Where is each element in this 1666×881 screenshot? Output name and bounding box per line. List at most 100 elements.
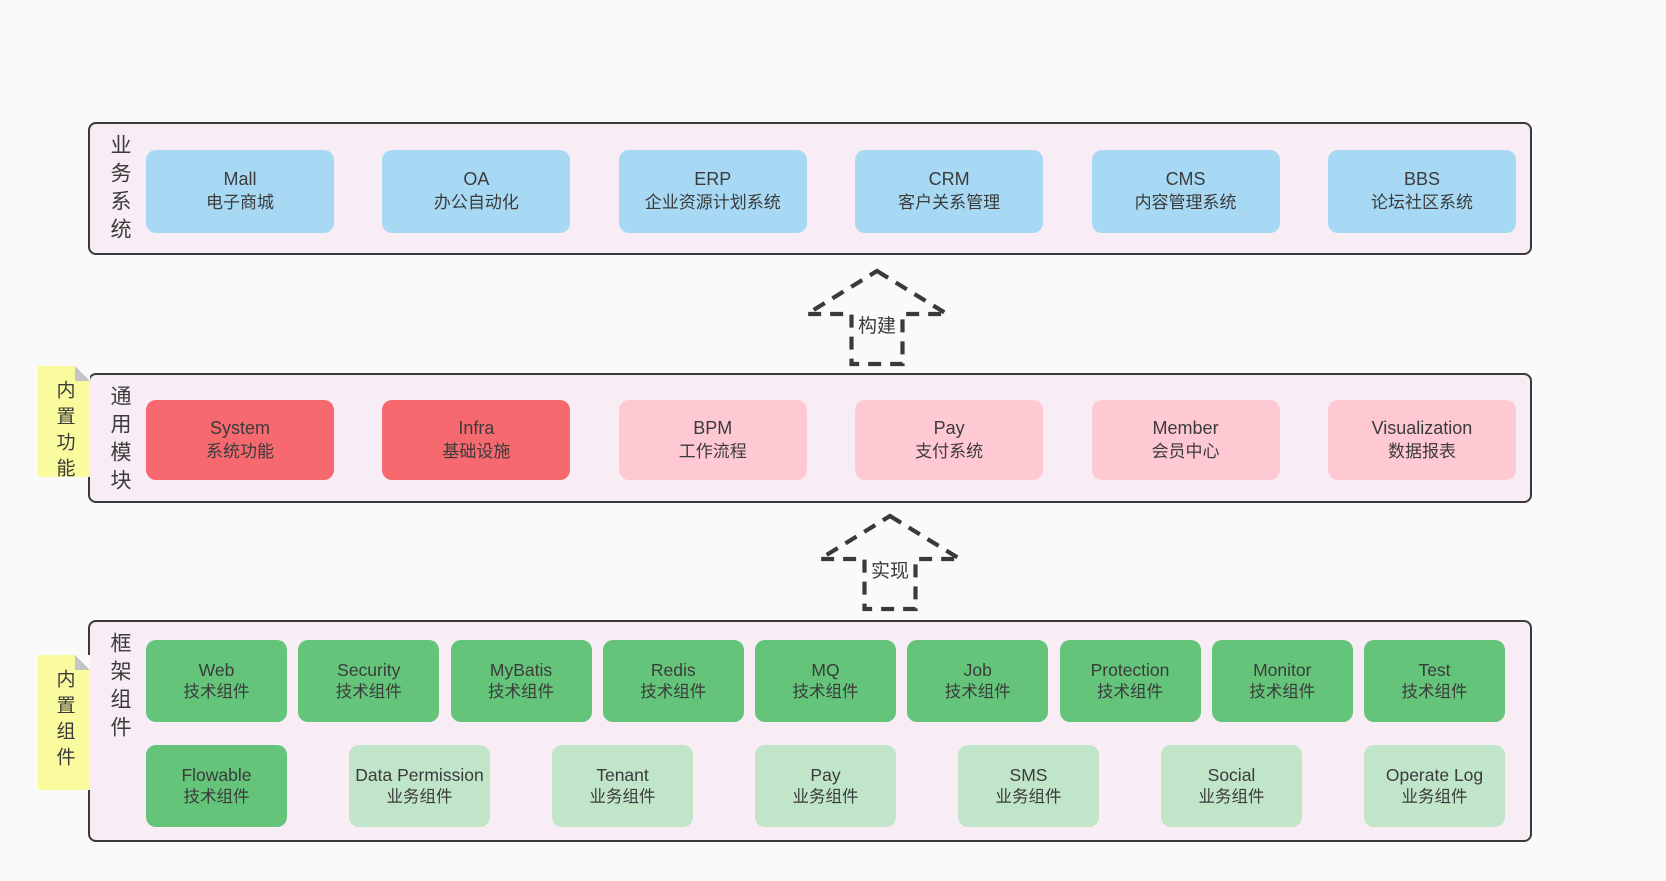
diagram-box-system: System 系统功能 [146,400,334,480]
box-subtitle: 数据报表 [1387,441,1456,461]
diagram-box-flowable: Flowable 技术组件 [146,745,287,827]
box-subtitle: 基础设施 [442,441,511,461]
box-subtitle: 业务组件 [792,787,859,806]
box-subtitle: 工作流程 [678,441,747,461]
diagram-box-security: Security 技术组件 [298,640,440,722]
box-subtitle: 技术组件 [1249,682,1316,701]
lane-framework-components-label: 框架组件 [108,632,131,744]
box-title: Operate Log [1385,764,1484,785]
box-title: Protection [1090,659,1170,680]
box-title: Job [963,659,992,680]
build-arrow-label: 构建 [853,310,901,339]
box-title: Redis [650,659,696,680]
box-title: System [209,417,270,438]
box-title: BBS [1403,169,1440,190]
box-title: Member [1152,417,1219,438]
diagram-box-web: Web 技术组件 [146,640,287,722]
diagram-box-oa: OA 办公自动化 [382,150,571,233]
box-title: BPM [693,417,733,438]
diagram-box-operate-log: Operate Log 业务组件 [1364,745,1505,827]
box-title: Flowable [181,764,252,785]
box-title: CMS [1165,169,1206,190]
box-subtitle: 技术组件 [640,682,707,701]
diagram-box-protection: Protection 技术组件 [1059,640,1201,722]
box-title: Pay [810,764,841,785]
folded-corner-icon [75,366,90,381]
implement-arrow-label: 实现 [866,555,914,584]
diagram-box-visualization: Visualization 数据报表 [1327,400,1516,480]
lane-business-systems-label: 业务系统 [108,134,131,246]
box-title: CRM [928,169,970,190]
diagram-box-redis: Redis 技术组件 [602,640,744,722]
sticky-note-builtin-components-label: 内置组件 [53,669,75,773]
box-title: Mall [223,169,257,190]
box-title: Web [198,659,235,680]
diagram-box-social: Social 业务组件 [1161,745,1302,827]
diagram-box-mall: Mall 电子商城 [146,150,334,233]
box-subtitle: 业务组件 [1198,787,1265,806]
box-subtitle: 业务组件 [1401,787,1468,806]
box-subtitle: 技术组件 [488,682,554,701]
box-title: ERP [694,169,732,190]
box-subtitle: 电子商城 [206,193,274,213]
box-subtitle: 技术组件 [183,787,250,806]
diagram-box-data-permission: Data Permission 业务组件 [349,745,490,827]
diagram-box-tenant: Tenant 业务组件 [552,745,693,827]
box-subtitle: 技术组件 [1097,682,1163,701]
box-subtitle: 办公自动化 [433,193,519,213]
box-subtitle: 内容管理系统 [1134,193,1237,213]
box-title: Data Permission [355,764,484,785]
box-subtitle: 企业资源计划系统 [644,193,781,213]
box-subtitle: 业务组件 [589,787,656,806]
box-title: Tenant [596,764,649,785]
diagram-box-test: Test 技术组件 [1364,640,1505,722]
box-title: Test [1418,659,1451,680]
box-title: Security [337,659,401,680]
diagram-box-job: Job 技术组件 [907,640,1049,722]
diagram-box-mybatis: MyBatis 技术组件 [450,640,592,722]
diagram-box-pay: Pay 支付系统 [855,400,1044,480]
box-subtitle: 业务组件 [995,787,1062,806]
box-title: Pay [933,417,965,438]
implement-arrow: 实现 [815,513,965,613]
build-arrow: 构建 [802,268,952,368]
diagram-box-mq: MQ 技术组件 [755,640,896,722]
box-title: Visualization [1371,417,1473,438]
box-subtitle: 技术组件 [792,682,859,701]
box-subtitle: 会员中心 [1151,441,1220,461]
box-subtitle: 技术组件 [944,682,1011,701]
diagram-box-pay: Pay 业务组件 [755,745,896,827]
diagram-box-cms: CMS 内容管理系统 [1091,150,1280,233]
box-subtitle: 论坛社区系统 [1370,193,1473,213]
box-title: MQ [811,659,840,680]
box-subtitle: 技术组件 [183,682,250,701]
diagram-box-bpm: BPM 工作流程 [618,400,807,480]
sticky-note-builtin-features-label: 内置功能 [53,380,75,484]
box-subtitle: 支付系统 [915,441,984,461]
box-title: SMS [1009,764,1048,785]
folded-corner-icon [75,655,90,670]
diagram-box-sms: SMS 业务组件 [958,745,1099,827]
diagram-box-erp: ERP 企业资源计划系统 [618,150,807,233]
box-subtitle: 技术组件 [1401,682,1468,701]
sticky-note-builtin-components: 内置组件 [38,655,90,790]
dashed-up-arrow-icon [802,268,952,367]
box-title: OA [463,169,490,190]
box-subtitle: 系统功能 [206,441,274,461]
box-title: Social [1207,764,1256,785]
sticky-note-builtin-features: 内置功能 [38,366,90,484]
box-subtitle: 技术组件 [335,682,402,701]
lane-common-modules-label: 通用模块 [108,385,131,497]
dashed-up-arrow-icon [815,513,965,612]
box-title: MyBatis [489,659,553,680]
box-subtitle: 业务组件 [386,787,453,806]
